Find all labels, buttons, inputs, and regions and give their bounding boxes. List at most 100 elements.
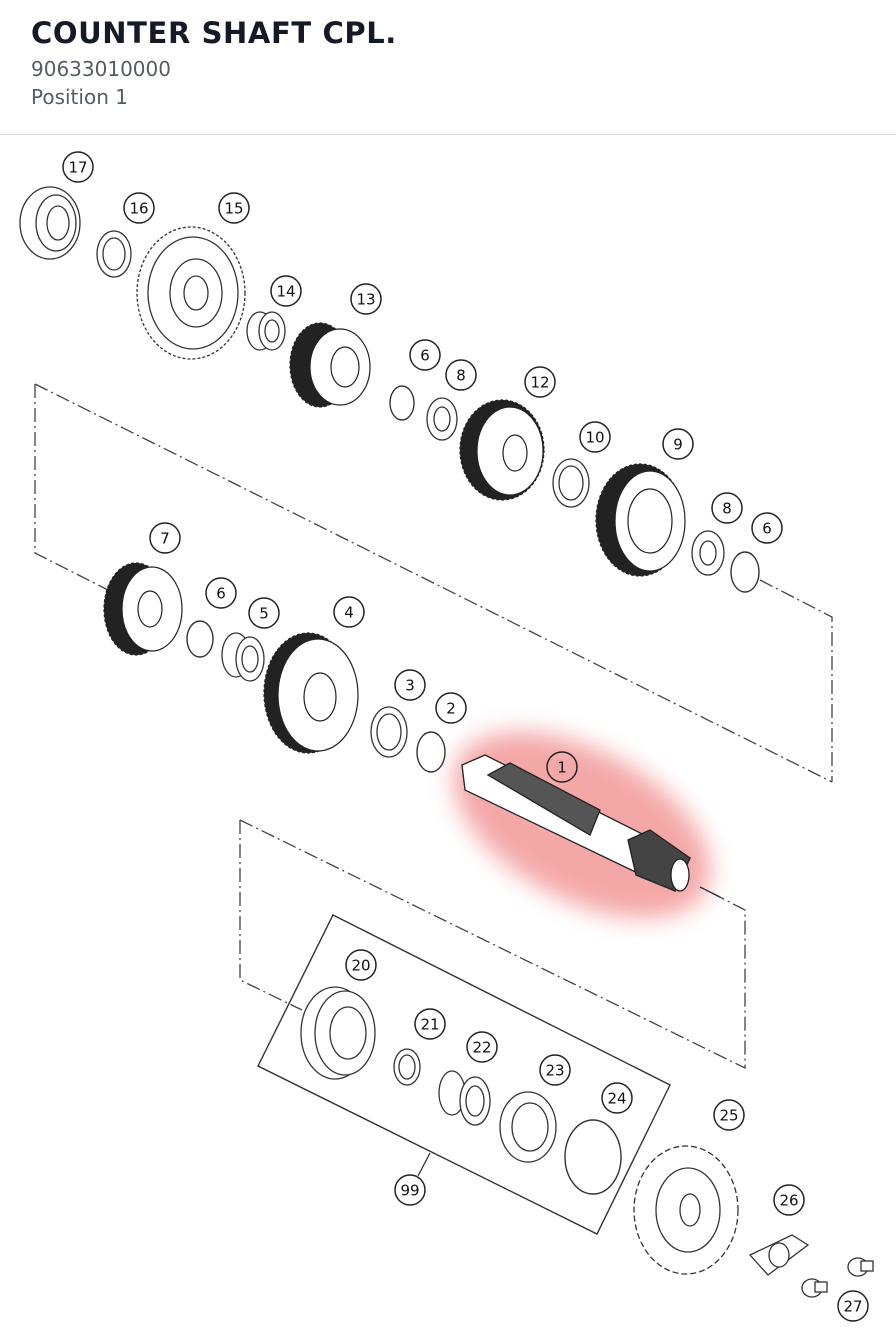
part-24-ring (564, 1119, 622, 1195)
callout-8[interactable]: 8 (711, 492, 743, 524)
callout-27[interactable]: 27 (837, 1290, 869, 1322)
callout-label: 20 (351, 957, 370, 975)
callout-circle (205, 577, 237, 609)
callout-label: 13 (356, 291, 375, 309)
shaft-group-outline-2 (239, 819, 746, 1070)
part-1-counter-shaft (461, 754, 721, 898)
callout-1[interactable]: 1 (546, 751, 578, 783)
callout-label: 12 (530, 374, 549, 392)
part-7-gear (103, 562, 183, 656)
callout-22[interactable]: 22 (466, 1031, 498, 1063)
callout-circle (601, 1082, 633, 1114)
callout-circle (123, 192, 155, 224)
callout-5[interactable]: 5 (248, 597, 280, 629)
callout-circle (394, 669, 426, 701)
callout-12[interactable]: 12 (524, 366, 556, 398)
callout-circle (394, 1174, 426, 1206)
upper-gear-group-outline-3 (759, 579, 833, 782)
part-6-circlip-2 (730, 551, 760, 593)
page-title: COUNTER SHAFT CPL. (31, 16, 397, 50)
callout-circle (751, 512, 783, 544)
callout-label: 24 (607, 1090, 626, 1108)
callout-circle (270, 275, 302, 307)
callout-label: 21 (420, 1016, 439, 1034)
callout-label: 1 (557, 759, 567, 777)
callout-label: 15 (224, 200, 243, 218)
callout-label: 25 (719, 1107, 738, 1125)
callout-circle (539, 1054, 571, 1086)
callout-4[interactable]: 4 (333, 596, 365, 628)
callout-label: 6 (216, 585, 226, 603)
callout-25[interactable]: 25 (713, 1099, 745, 1131)
callout-circle (414, 1008, 446, 1040)
part-6-circlip (389, 385, 415, 421)
callout-8[interactable]: 8 (445, 359, 477, 391)
part-26-lock-plate (748, 1234, 810, 1276)
callout-label: 27 (843, 1298, 862, 1316)
callout-circle (333, 596, 365, 628)
callout-15[interactable]: 15 (218, 192, 250, 224)
callout-circle (773, 1184, 805, 1216)
part-23-seal (499, 1091, 557, 1163)
shaft-group-outline (239, 820, 303, 1011)
callout-circle (711, 492, 743, 524)
callout-14[interactable]: 14 (270, 275, 302, 307)
callout-label: 26 (779, 1192, 798, 1210)
callout-16[interactable]: 16 (123, 192, 155, 224)
callout-label: 99 (400, 1182, 419, 1200)
part-20-bearing (300, 986, 376, 1080)
part-2-circlip (416, 731, 446, 773)
callout-label: 22 (472, 1039, 491, 1057)
callout-7[interactable]: 7 (149, 522, 181, 554)
callout-9[interactable]: 9 (662, 428, 694, 460)
callout-label: 9 (673, 436, 683, 454)
part-4-gear (263, 632, 359, 754)
callout-26[interactable]: 26 (773, 1184, 805, 1216)
callout-circle (445, 359, 477, 391)
callout-circle (837, 1290, 869, 1322)
part-14-bushing (246, 311, 286, 351)
part-8-washer-2 (691, 530, 725, 576)
position-label: Position 1 (31, 85, 128, 109)
part-8-washer (426, 397, 458, 441)
callout-20[interactable]: 20 (345, 949, 377, 981)
callout-circle (62, 151, 94, 183)
callout-label: 3 (405, 677, 415, 695)
callout-label: 5 (259, 605, 269, 623)
part-22-sleeve (438, 1070, 491, 1126)
callout-label: 6 (420, 347, 430, 365)
callout-10[interactable]: 10 (579, 421, 611, 453)
callout-2[interactable]: 2 (435, 692, 467, 724)
callout-circle (713, 1099, 745, 1131)
part-9-gear (595, 463, 686, 577)
callout-13[interactable]: 13 (350, 283, 382, 315)
callout-3[interactable]: 3 (394, 669, 426, 701)
part-21-ring (393, 1048, 421, 1086)
callout-circle (248, 597, 280, 629)
callout-circle (524, 366, 556, 398)
part-12-gear (459, 399, 545, 501)
callout-label: 6 (762, 520, 772, 538)
callout-17[interactable]: 17 (62, 151, 94, 183)
callout-label: 7 (160, 530, 170, 548)
part-5-bushing (221, 632, 265, 682)
callout-circle (435, 692, 467, 724)
part-25-sprocket (633, 1145, 739, 1275)
callout-24[interactable]: 24 (601, 1082, 633, 1114)
callout-circle (409, 339, 441, 371)
callout-circle (345, 949, 377, 981)
part-27-screws (801, 1257, 874, 1298)
callout-circle (662, 428, 694, 460)
callout-6[interactable]: 6 (205, 577, 237, 609)
upper-gear-group-outline (34, 384, 109, 591)
callout-6[interactable]: 6 (409, 339, 441, 371)
part-6-circlip-3 (186, 620, 214, 658)
callout-23[interactable]: 23 (539, 1054, 571, 1086)
callout-21[interactable]: 21 (414, 1008, 446, 1040)
upper-gear-group-outline-2 (34, 383, 833, 783)
callout-label: 10 (585, 429, 604, 447)
bearing-kit-box (257, 914, 671, 1235)
callout-99[interactable]: 99 (394, 1174, 426, 1206)
callout-6[interactable]: 6 (751, 512, 783, 544)
part-3-washer (370, 706, 408, 758)
